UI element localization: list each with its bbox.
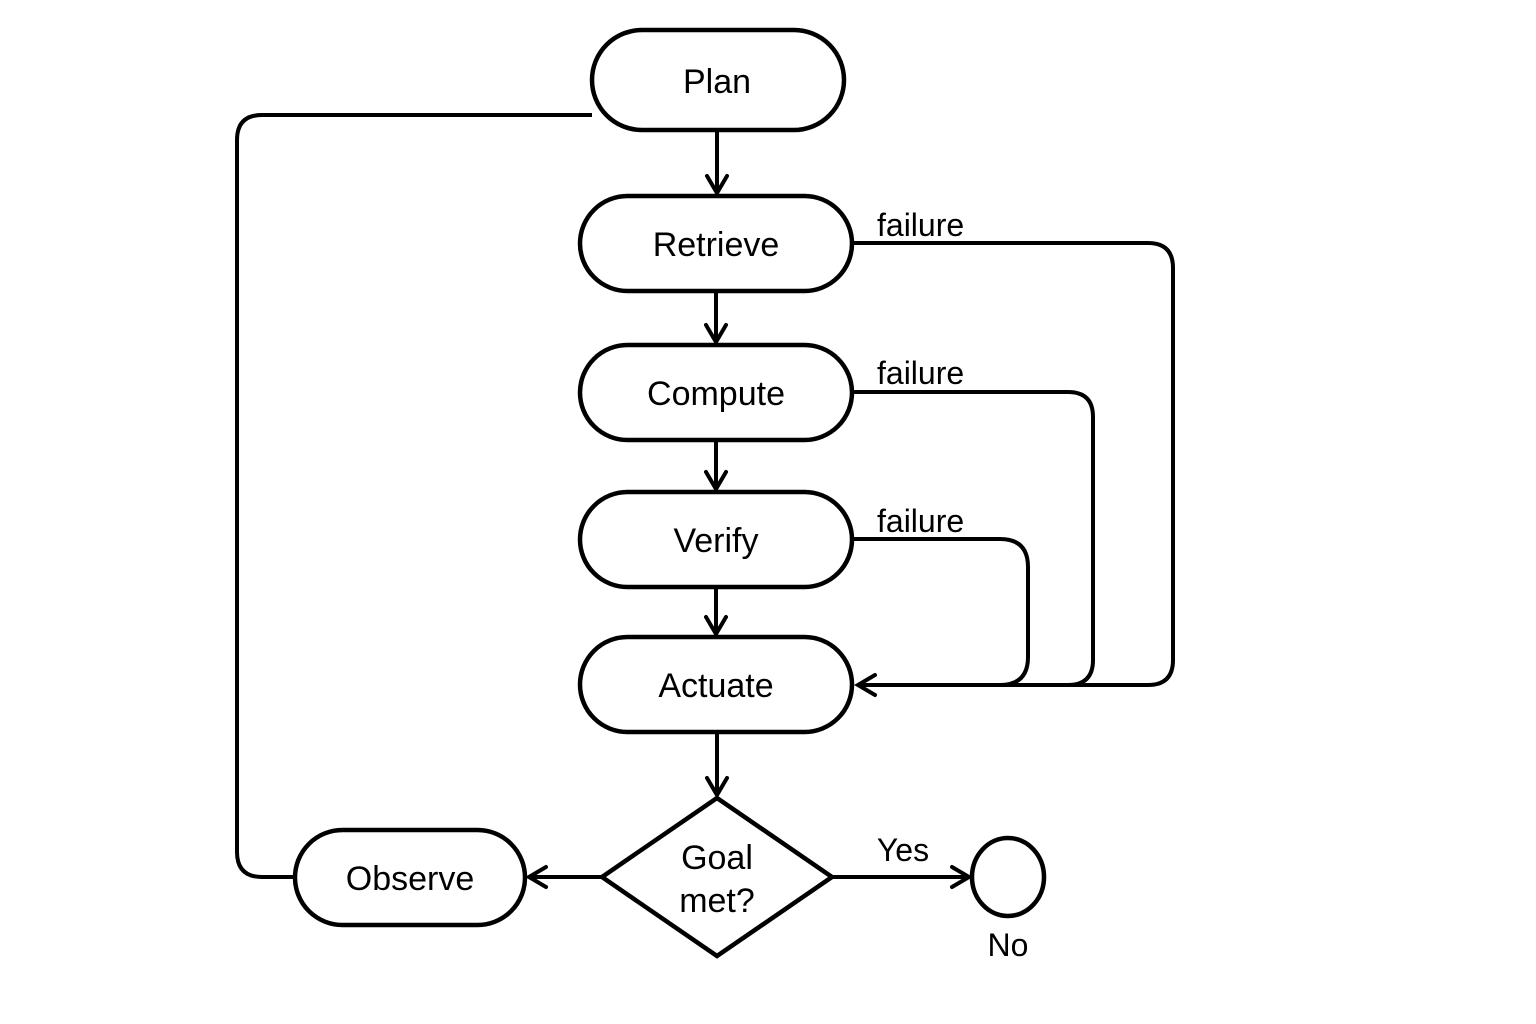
node-observe-label: Observe bbox=[346, 860, 475, 898]
node-retrieve: Retrieve bbox=[577, 193, 855, 294]
node-terminal-shape bbox=[969, 835, 1047, 919]
node-plan: Plan bbox=[589, 27, 847, 133]
node-goal-met: Goal met? bbox=[598, 795, 836, 959]
edge-retrieve-failure bbox=[852, 241, 1175, 697]
node-compute-shape bbox=[577, 342, 855, 443]
node-terminal bbox=[969, 835, 1047, 919]
node-actuate: Actuate bbox=[577, 634, 855, 735]
node-goal-met-label-line2: met? bbox=[679, 882, 755, 920]
edge-label-yes: Yes bbox=[877, 832, 929, 868]
edge-label-retrieve-failure: failure bbox=[877, 207, 964, 243]
node-compute-label: Compute bbox=[647, 375, 785, 413]
edge-label-verify-failure: failure bbox=[877, 503, 964, 539]
node-plan-label: Plan bbox=[683, 63, 751, 101]
node-verify: Verify bbox=[577, 489, 855, 590]
node-goal-met-label-line1: Goal bbox=[681, 839, 753, 877]
edge-compute-failure bbox=[852, 390, 1095, 687]
edge-verify-failure bbox=[852, 537, 1030, 687]
edge-label-no: No bbox=[988, 927, 1029, 963]
edge-label-compute-failure: failure bbox=[877, 355, 964, 391]
node-actuate-shape bbox=[577, 634, 855, 735]
node-retrieve-shape bbox=[577, 193, 855, 294]
node-goal-met-shape bbox=[598, 795, 836, 959]
node-observe: Observe bbox=[292, 827, 528, 928]
node-verify-label: Verify bbox=[673, 522, 758, 560]
node-verify-shape bbox=[577, 489, 855, 590]
node-plan-shape bbox=[589, 27, 847, 133]
node-retrieve-label: Retrieve bbox=[653, 226, 780, 264]
edge-observe-plan bbox=[235, 113, 592, 879]
node-compute: Compute bbox=[577, 342, 855, 443]
node-observe-shape bbox=[292, 827, 528, 928]
node-actuate-label: Actuate bbox=[658, 667, 773, 705]
